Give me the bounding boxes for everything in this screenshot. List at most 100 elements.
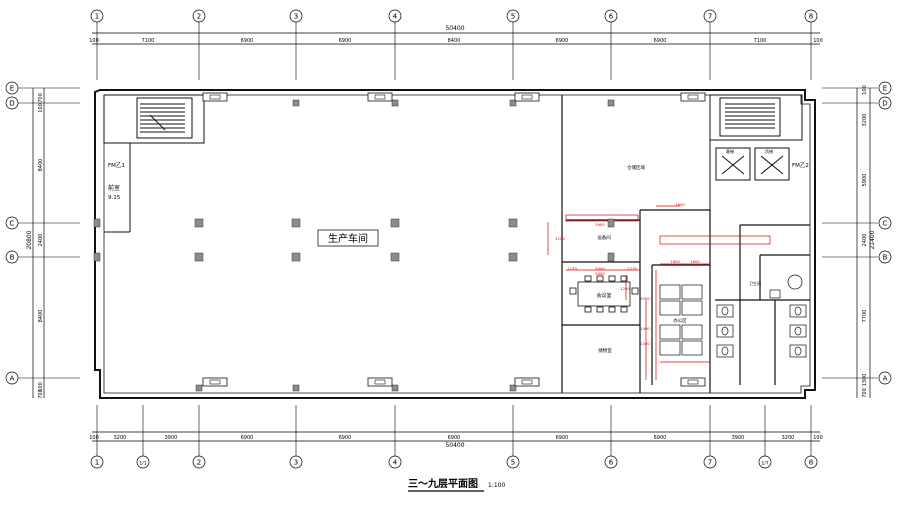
bottom-dimension-chain	[92, 431, 820, 442]
grid-bubble-left: E	[5, 81, 80, 95]
window	[367, 377, 393, 387]
grid-bubble-top: 6	[604, 9, 618, 80]
window-pane	[374, 94, 386, 100]
wall-windows	[202, 92, 706, 387]
fm-left-label: FM乙1	[108, 162, 125, 169]
right-stair-block	[709, 94, 803, 210]
column	[391, 99, 399, 107]
column	[292, 384, 300, 392]
grid-label: 2	[197, 459, 201, 467]
grid-label: 1	[95, 459, 99, 467]
structural-columns	[93, 99, 615, 392]
dimension-value: 6900	[241, 435, 254, 441]
dimension-value: 6900	[339, 435, 352, 441]
red-dimension-value: 3000	[595, 266, 605, 271]
red-dimension-value: 1279	[627, 266, 637, 271]
elevator-1-label: 客梯	[726, 148, 734, 154]
dimension-value: 7100	[754, 38, 767, 44]
window-pane	[209, 379, 221, 385]
grid-label: 4	[393, 13, 398, 21]
window-pane	[521, 94, 533, 100]
dimension-value: 6900	[241, 38, 254, 44]
overall-dimension-left: 20800	[26, 230, 33, 249]
right-dimension-chain	[856, 88, 871, 398]
window-pane	[687, 94, 699, 100]
window	[514, 92, 540, 102]
dimension-value: 100	[862, 85, 868, 95]
column	[194, 252, 204, 262]
stair-left-room-label: 前室	[108, 184, 120, 192]
column	[194, 218, 204, 228]
grid-label: E	[10, 85, 14, 93]
grid-label: 4	[393, 459, 398, 467]
grid-label: 8	[809, 13, 813, 21]
window	[202, 377, 228, 387]
red-dimension-value: 1400	[640, 326, 650, 331]
restroom-label: 卫生间	[749, 280, 761, 286]
grid-label: 6	[609, 459, 614, 467]
column	[291, 218, 301, 228]
grid-bubble-right: E	[822, 81, 892, 95]
column	[93, 218, 101, 228]
dimension-value: 3200	[862, 114, 868, 127]
right-zone-walls	[561, 95, 810, 393]
dimension-value: 100	[38, 382, 44, 392]
grid-label: C	[10, 220, 15, 228]
window-pane	[687, 379, 699, 385]
column	[509, 99, 517, 107]
dimension-value: 3900	[165, 435, 178, 441]
grid-bubble-bottom: 8	[804, 405, 818, 469]
outer-wall-inner-line	[103, 94, 811, 394]
equipment-room-label: 设备间	[597, 234, 611, 241]
dimension-value: 5900	[862, 174, 868, 187]
dimension-value: 100	[89, 435, 99, 441]
dimension-value: 8400	[448, 38, 461, 44]
dimension-value: 7100	[142, 38, 155, 44]
grid-label: A	[10, 375, 15, 383]
overall-dimension-right: 21400	[869, 230, 876, 249]
drawing-title: 三～九层平面图	[408, 477, 478, 490]
grid-bubble-bottom: 5	[506, 405, 520, 469]
grid-bubble-left: C	[5, 216, 80, 230]
grid-label: D	[9, 100, 14, 108]
warehouse-label: 仓储区域	[627, 164, 645, 171]
grid-bubble-bottom: 2	[192, 405, 206, 469]
dimension-value: 100	[813, 38, 823, 44]
left-dimension-chain	[32, 88, 45, 398]
dimension-value: 7700	[862, 310, 868, 323]
grid-label: A	[883, 375, 888, 383]
grid-label: 7	[708, 13, 712, 21]
red-dimension-value: 3300	[640, 296, 650, 301]
grid-label: B	[10, 254, 15, 262]
dimension-value: 6900	[556, 38, 569, 44]
grid-label: 2	[197, 13, 201, 21]
office-label: 办公区	[673, 317, 687, 324]
grid-label: B	[883, 254, 888, 262]
red-dimension-value: 1279	[567, 266, 577, 271]
window	[367, 92, 393, 102]
workshop-label-frame	[317, 229, 379, 247]
elevator-2-label: 货梯	[765, 148, 773, 154]
dimension-value: 6900	[448, 435, 461, 441]
grid-bubble-right: A	[822, 371, 892, 385]
grid-bubble-top: 4	[388, 9, 402, 80]
grid-bubble-bottom: 3	[289, 405, 303, 469]
grid-label: 7	[708, 459, 712, 467]
window	[680, 377, 706, 387]
overall-dimension-bottom: 50400	[445, 442, 464, 449]
grid-bubble-top: 2	[192, 9, 206, 80]
grid-bubble-bottom: 1	[90, 405, 104, 469]
grid-bubble-right: B	[822, 250, 892, 264]
window	[680, 92, 706, 102]
column	[292, 99, 300, 107]
building-outline	[94, 89, 816, 399]
grid-label: 1/7	[761, 461, 768, 467]
dimension-value: 8400	[38, 310, 44, 323]
dimension-value: 1300	[862, 374, 868, 387]
grid-label: 3	[294, 13, 298, 21]
column	[607, 218, 615, 228]
